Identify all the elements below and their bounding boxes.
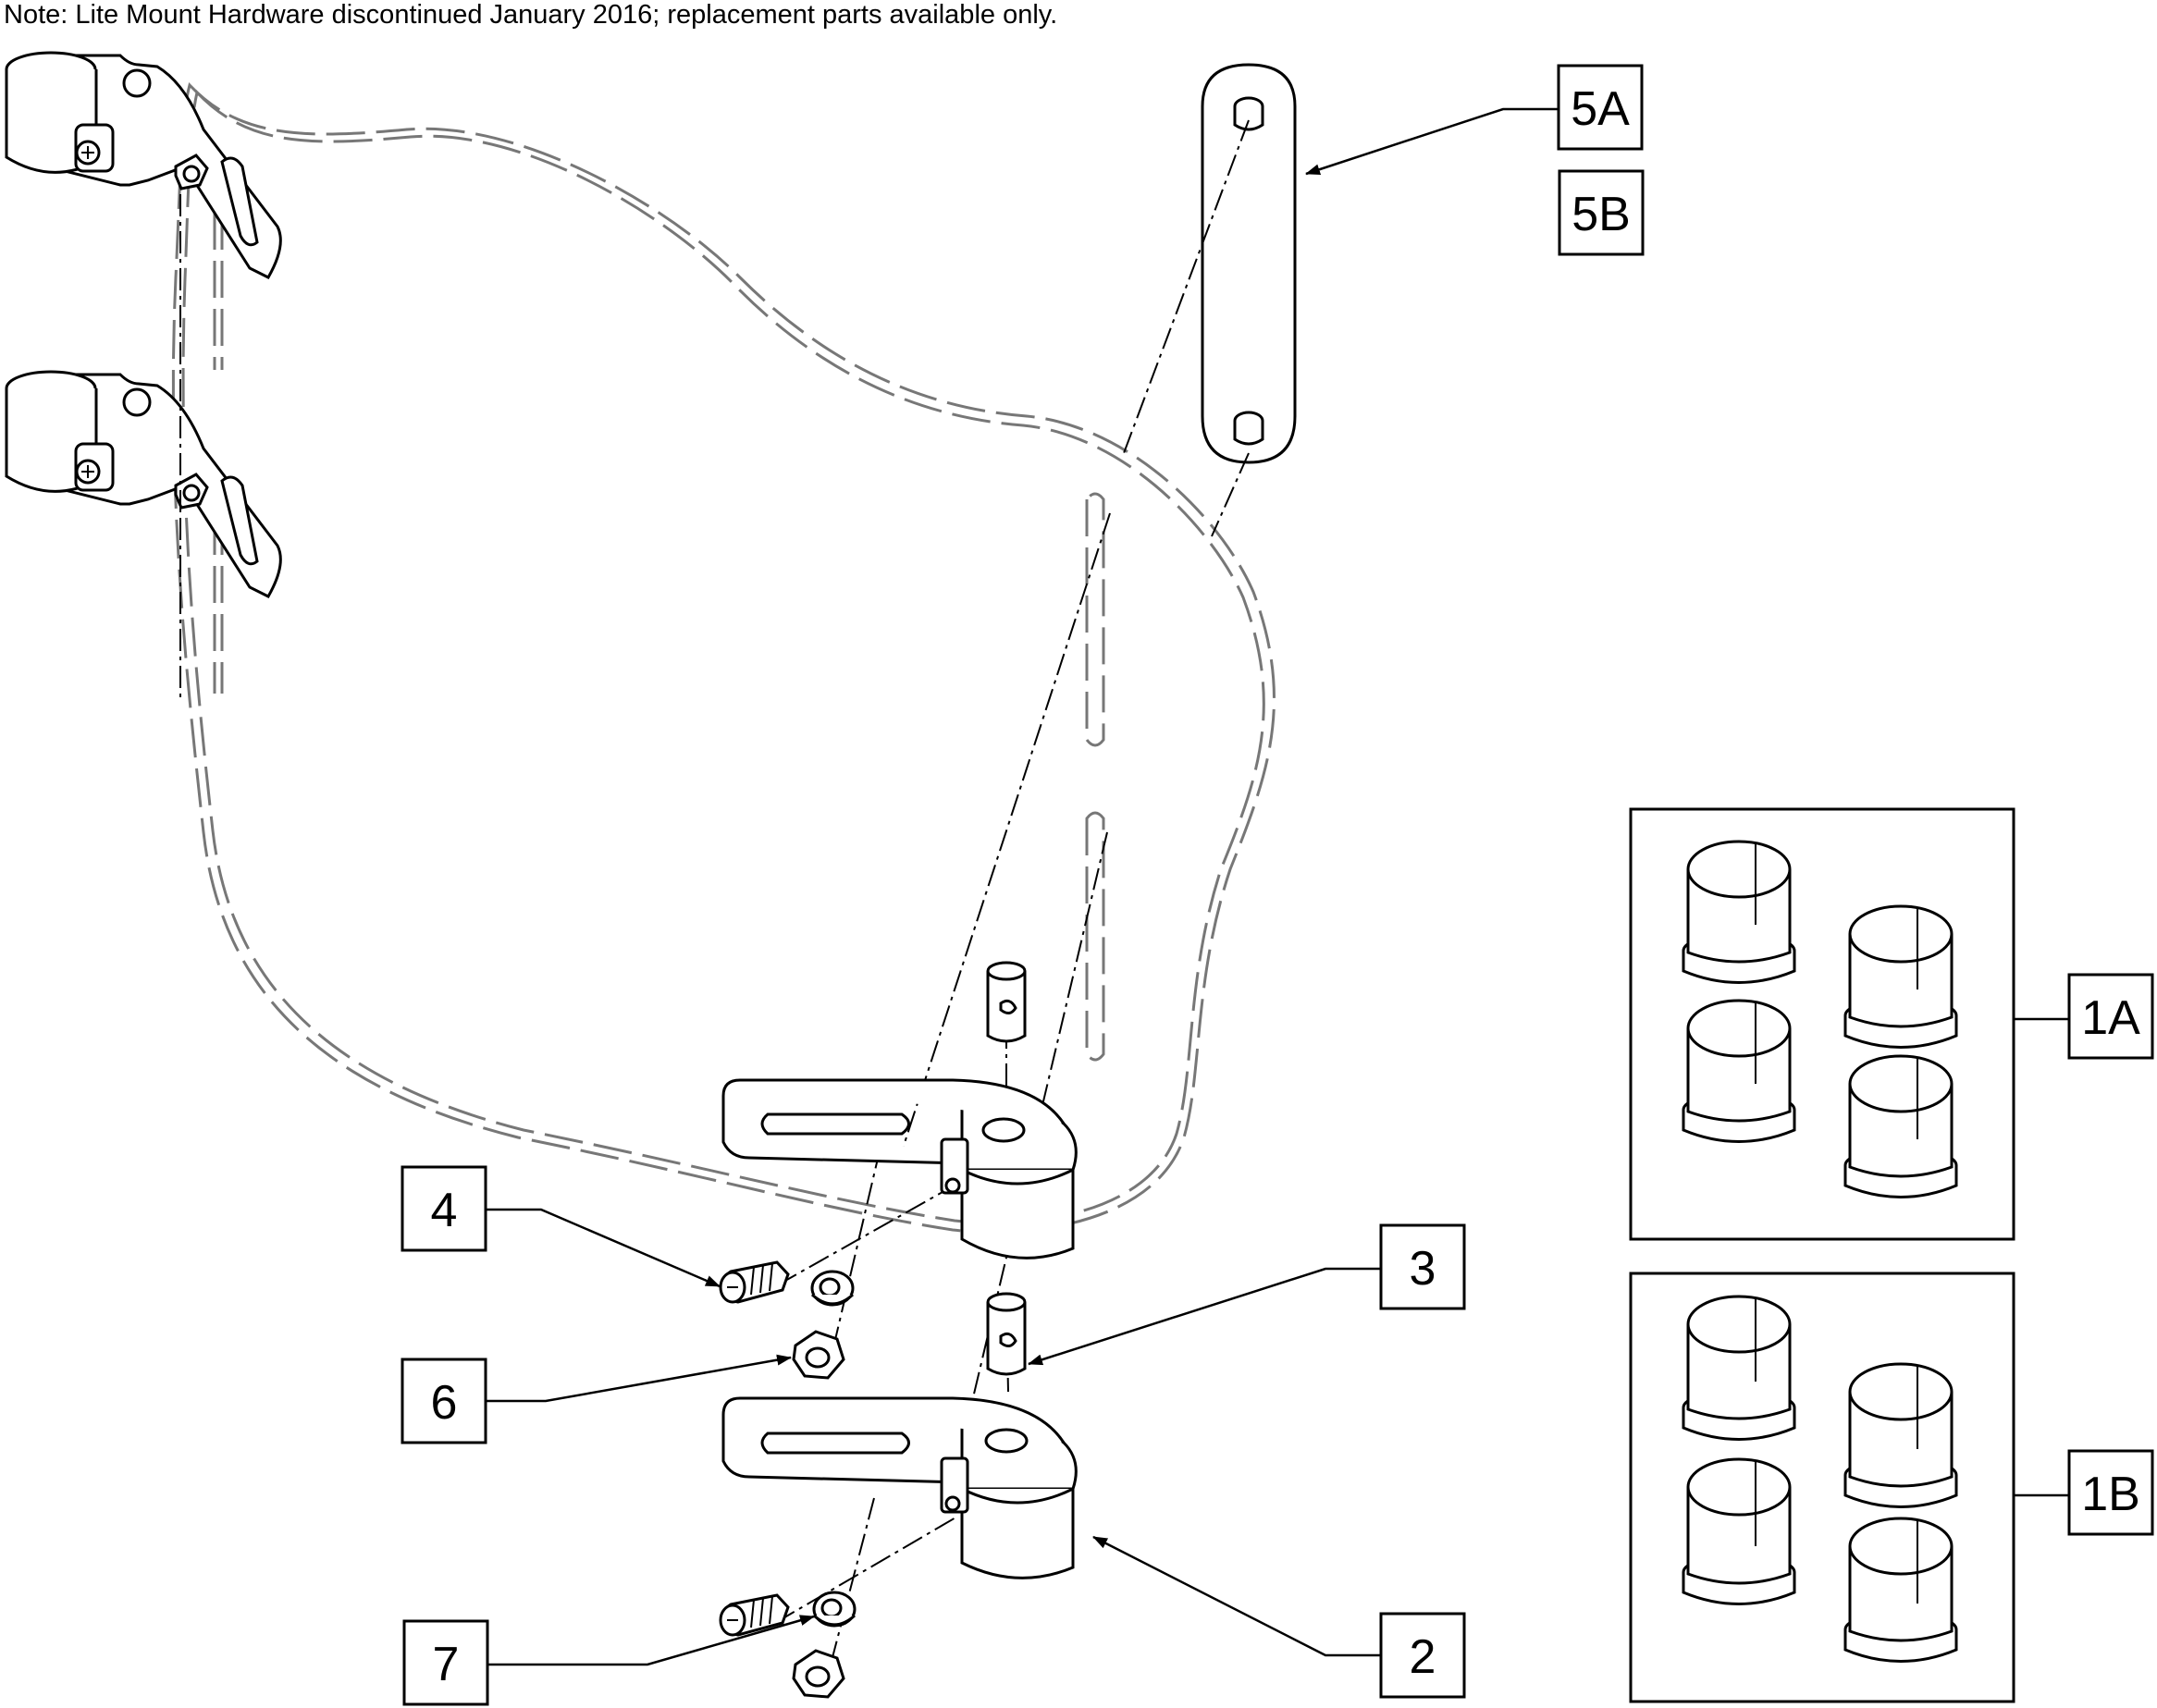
phantom-slots (213, 213, 1105, 1062)
washer-upper (810, 1270, 855, 1307)
assembled-bracket-upper (5, 51, 282, 279)
bushing-1A-2 (1843, 904, 1958, 1049)
bushing-kit-1A (1629, 807, 2015, 1241)
callout-5A: 5A (1557, 64, 1644, 151)
assembled-bracket-lower (5, 370, 282, 598)
bushing-kit-1B (1629, 1272, 2015, 1703)
callout-6: 6 (401, 1358, 487, 1444)
callout-5B: 5B (1558, 169, 1645, 256)
svg-text:3: 3 (1410, 1242, 1436, 1296)
callout-4: 4 (401, 1165, 487, 1252)
clamp-bracket-part-2 (721, 1396, 1078, 1579)
slotted-strap-part-5 (1201, 63, 1297, 464)
callout-7: 7 (402, 1619, 489, 1706)
svg-text:4: 4 (431, 1184, 458, 1237)
svg-text:5A: 5A (1571, 82, 1630, 136)
screw-lower (719, 1593, 790, 1637)
diagram-note: Note: Lite Mount Hardware discontinued J… (4, 0, 1058, 30)
callout-2: 2 (1379, 1612, 1466, 1699)
svg-text:5B: 5B (1572, 188, 1631, 241)
bushing-1A-4 (1843, 1054, 1958, 1198)
washer-part-7 (812, 1591, 857, 1628)
nut-part-6 (792, 1330, 845, 1380)
assembly-centerlines (179, 119, 1250, 1665)
callout-1A: 1A (2067, 973, 2154, 1060)
svg-text:2: 2 (1410, 1630, 1436, 1684)
bushing-1A-1 (1682, 840, 1796, 984)
callout-3: 3 (1379, 1223, 1466, 1310)
bushing-1B-2 (1843, 1362, 1958, 1508)
clamp-bracket-upper (721, 1078, 1078, 1259)
svg-text:6: 6 (431, 1376, 458, 1430)
bushing-1A-3 (1682, 999, 1796, 1143)
svg-text:1A: 1A (2081, 991, 2140, 1045)
screw-upper-part-4 (719, 1260, 790, 1304)
bushing-1B-1 (1682, 1295, 1796, 1441)
svg-text:1B: 1B (2081, 1468, 2140, 1521)
callout-1B: 1B (2067, 1449, 2154, 1536)
pin-part-3 (986, 1292, 1027, 1376)
nut-lower (792, 1649, 845, 1699)
svg-text:7: 7 (433, 1638, 460, 1691)
phantom-back-outline (171, 82, 1276, 1234)
pin-upper (986, 961, 1027, 1043)
bushing-1B-3 (1682, 1457, 1796, 1605)
bushing-1B-4 (1843, 1517, 1958, 1663)
